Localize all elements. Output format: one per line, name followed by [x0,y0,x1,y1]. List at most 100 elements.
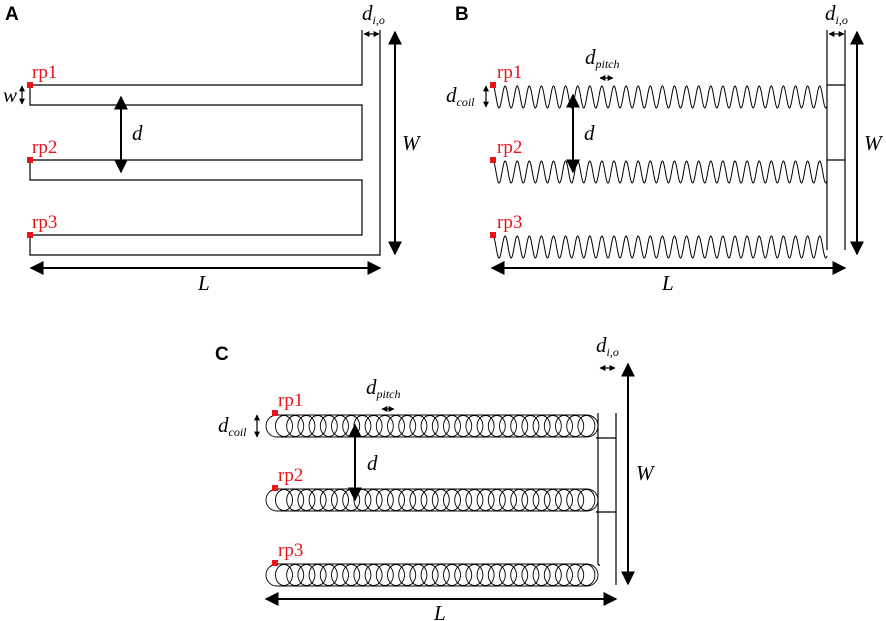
label-rp1-b: rp1 [497,62,522,83]
coil-loop [566,564,585,586]
L-label-c: L [433,601,446,621]
coil-loop [443,489,461,511]
coil-loop [510,415,529,437]
dio-label-c: di,o [596,333,619,359]
coil-loop [555,564,573,586]
coil-loop [297,415,316,437]
coil-loop [286,489,305,511]
W-label-a: W [402,131,422,155]
port-rp3-c [272,560,278,566]
coil-loop [476,489,495,511]
coil-loop [431,415,450,437]
coil-loop [543,564,562,586]
port-rp1-a [27,82,33,88]
coil-loop [476,415,495,437]
coil-loop [364,415,383,437]
panel-b: B rp1 rp2 rp3 dcoil dpitch d di,o W L [446,1,884,295]
coil-loop [454,489,473,511]
dpitch-label-c: dpitch [366,375,401,401]
coil-loop [532,564,551,586]
coil-loop [331,489,349,511]
coil-loop [387,415,405,437]
manifold-c [596,413,617,585]
label-rp3-b: rp3 [497,212,522,233]
coil-loop [297,489,316,511]
coil-loop [275,415,293,437]
coil-loop [319,489,338,511]
coil-loop [387,564,405,586]
label-rp2-b: rp2 [497,137,522,158]
panel-letter-a: A [5,4,19,25]
wave-strip-2-b [492,160,828,184]
label-rp2-a: rp2 [32,137,57,158]
coil-loop [308,415,327,437]
panel-a: A rp1 rp2 rp3 w d di,o W L [3,1,422,295]
label-rp1-c: rp1 [278,390,303,411]
port-rp2-b [490,157,496,163]
coil-loop [543,489,562,511]
coil-loop [577,415,596,437]
coil-loop [532,489,551,511]
L-label-b: L [661,271,674,295]
coil-loop [364,489,383,511]
coil-loop [577,489,596,511]
coil-loop [409,489,428,511]
coil-loop [319,564,338,586]
coil-loop [342,415,361,437]
coil-loop [555,415,573,437]
dcoil-label-b: dcoil [446,83,475,109]
port-rp2-c [272,485,278,491]
w-label: w [3,83,17,107]
coil-loop [532,415,551,437]
coil-loop [353,415,372,437]
panel-c: C rp1 rp2 rp3 dcoil dpitch d di,o W L [215,333,656,621]
coil-loop [308,489,327,511]
L-label-a: L [197,271,210,295]
coil-loop [398,489,417,511]
coil-loop [555,489,573,511]
coil-loop [375,415,394,437]
coil-loop [286,415,305,437]
coil-loop [420,415,439,437]
coil-loop [454,564,473,586]
dcoil-label-c: dcoil [218,413,247,439]
coil-loop [465,415,484,437]
coil-loop [510,564,529,586]
coil-loop [375,489,394,511]
strip-a [29,30,381,256]
coil-loop [342,489,361,511]
coil-capsule-3 [265,563,599,587]
label-rp3-c: rp3 [278,540,303,561]
coil-loop [286,564,305,586]
W-label-b: W [864,131,884,155]
d-label-a: d [132,121,143,145]
coil-loop [398,415,417,437]
coil-loop [409,415,428,437]
coil-capsule-1 [265,414,599,438]
coil-loop [566,415,585,437]
coil-capsule-2 [265,488,599,512]
coil-loop [443,564,461,586]
coil-loop [308,564,327,586]
coil-loop [431,564,450,586]
coil-loop [521,564,540,586]
coil-loop [476,564,495,586]
loop-coils-c [265,414,599,587]
wave-strip-3-b [492,235,828,259]
coil-loop [275,564,293,586]
coil-loop [566,489,585,511]
coil-loop [521,489,540,511]
dio-label-b: di,o [825,1,848,27]
port-rp3-a [27,232,33,238]
coil-loop [375,564,394,586]
coil-loop [398,564,417,586]
coil-loop [331,415,349,437]
coil-loop [364,564,383,586]
port-rp2-a [27,157,33,163]
panel-letter-c: C [215,344,229,365]
d-label-c: d [367,451,378,475]
label-rp3-a: rp3 [32,212,57,233]
coil-loop [499,489,517,511]
port-rp1-b [490,82,496,88]
